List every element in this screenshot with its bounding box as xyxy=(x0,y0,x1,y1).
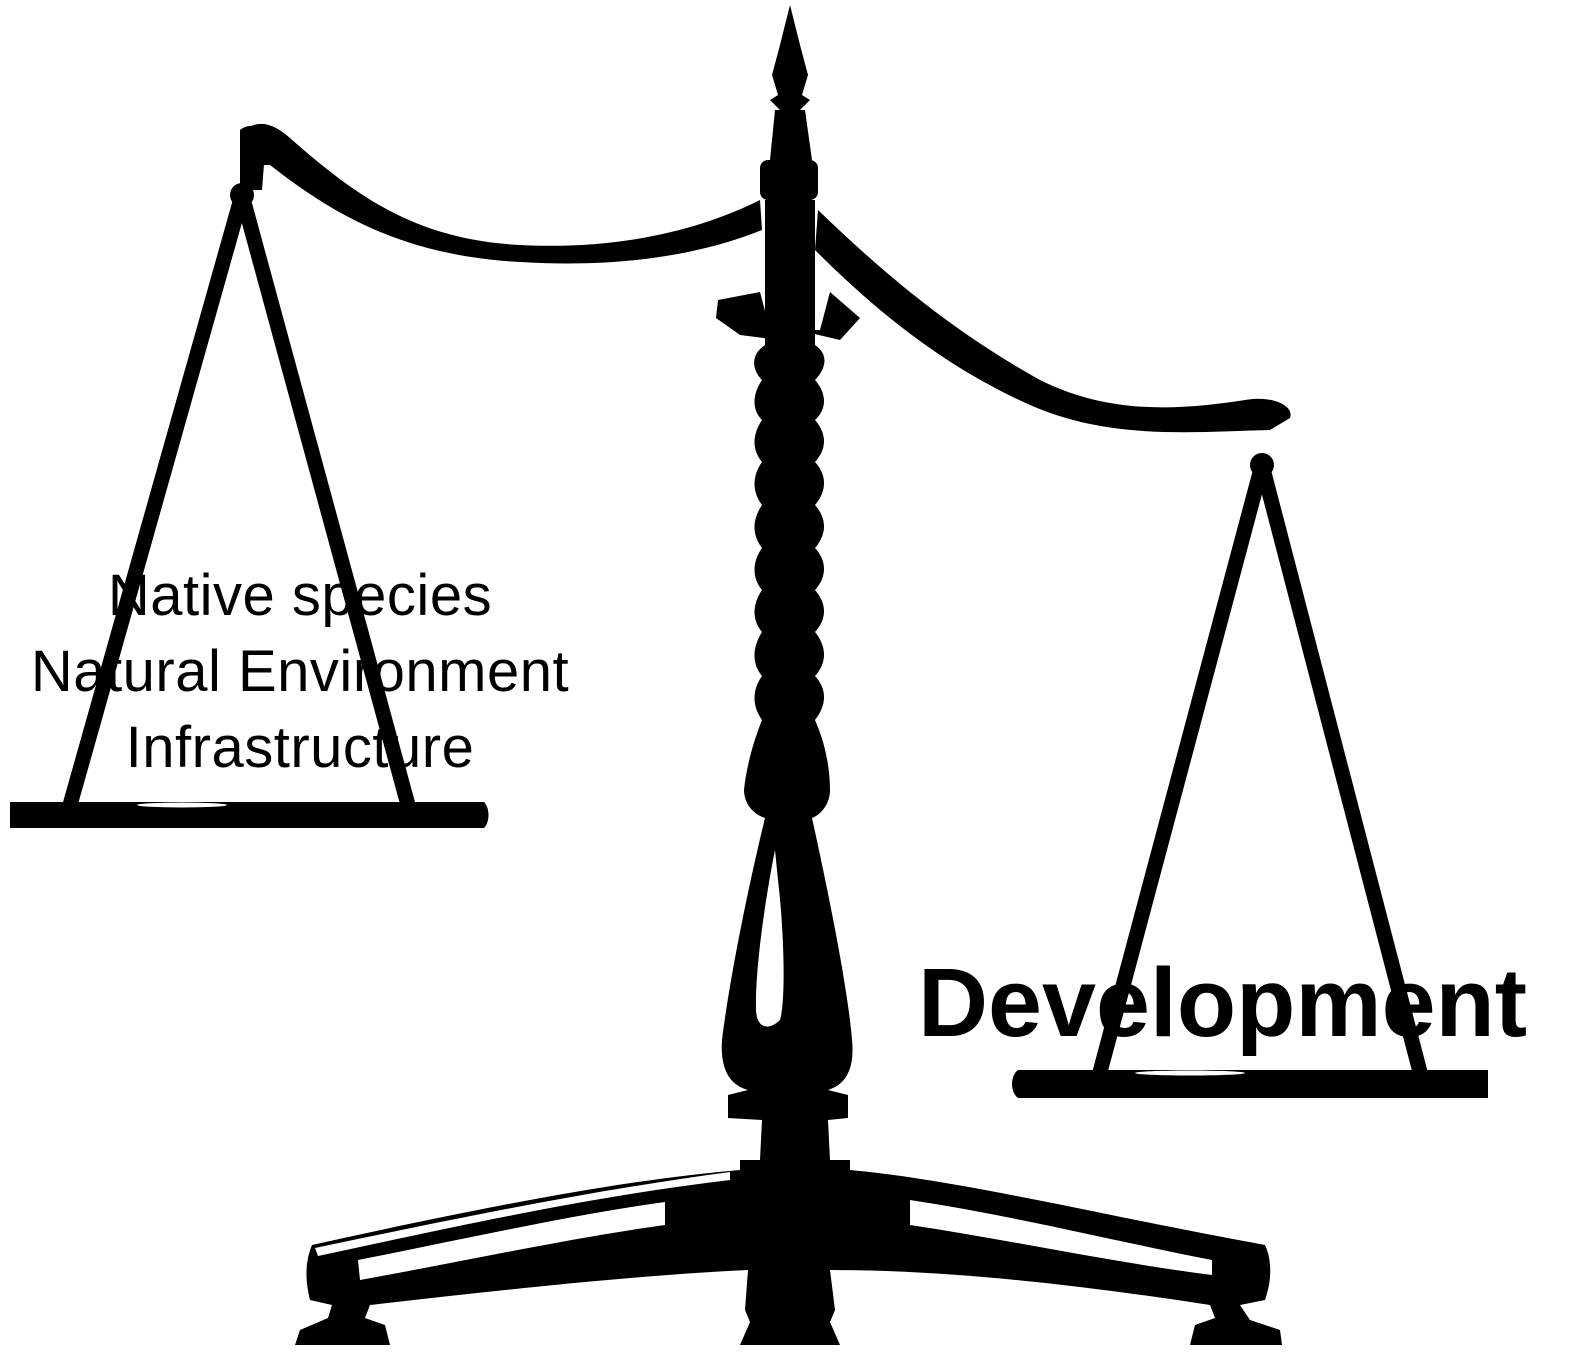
left-pan-line-native-species: Native species xyxy=(107,563,493,628)
scale-beam xyxy=(245,123,762,264)
left-pan-label: Native species Natural Environment Infra… xyxy=(0,558,600,786)
right-pan-string-inner xyxy=(1254,457,1428,1080)
left-pan-string-outer xyxy=(62,187,250,813)
left-pan-line-infrastructure: Infrastructure xyxy=(125,715,475,780)
finial xyxy=(770,5,810,110)
left-pan xyxy=(10,802,489,828)
right-pan-label: Development xyxy=(918,948,1528,1057)
left-pan-line-natural-environment: Natural Environment xyxy=(30,639,570,704)
left-pan-string-inner xyxy=(234,187,416,813)
scale-column xyxy=(721,200,853,1160)
right-pan xyxy=(1012,1070,1488,1098)
right-pan-string-outer xyxy=(1092,457,1270,1080)
